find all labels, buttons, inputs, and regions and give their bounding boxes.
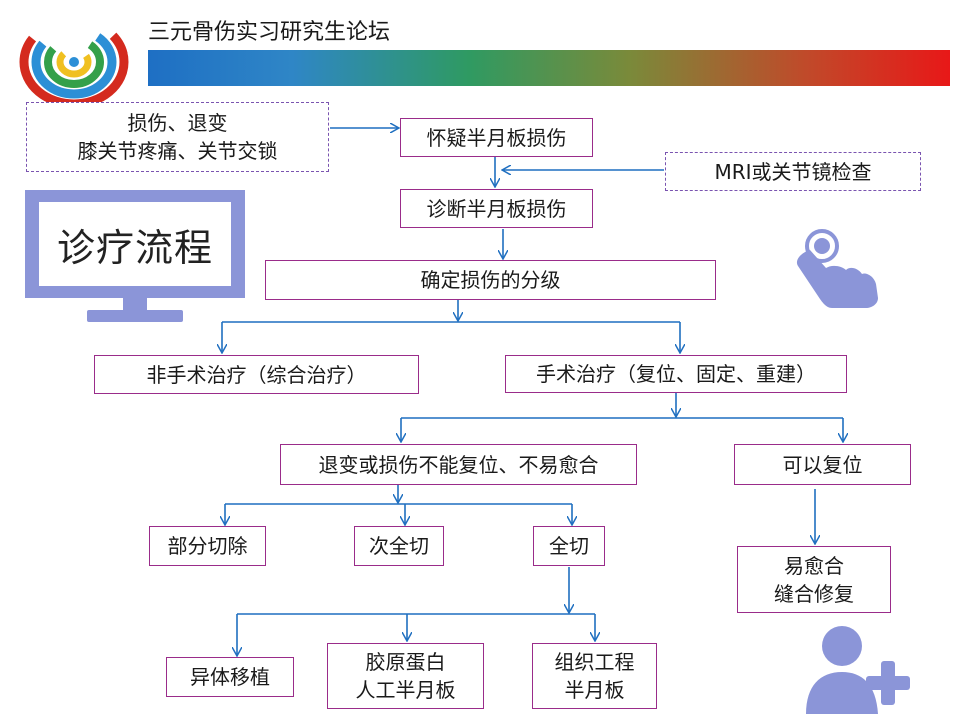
node-allograft: 异体移植	[166, 657, 294, 697]
node-subtotal: 次全切	[354, 526, 444, 566]
monitor-icon: 诊疗流程	[25, 190, 245, 330]
node-exam: MRI或关节镜检查	[665, 152, 921, 191]
node-suspect: 怀疑半月板损伤	[400, 118, 593, 157]
node-surgical: 手术治疗（复位、固定、重建）	[505, 355, 847, 393]
node-irreparable: 退变或损伤不能复位、不易愈合	[280, 444, 637, 485]
page-title: 三元骨伤实习研究生论坛	[148, 20, 391, 45]
badge-label: 诊疗流程	[39, 202, 231, 286]
node-cause: 损伤、退变膝关节疼痛、关节交锁	[26, 102, 329, 172]
user-plus-icon	[806, 626, 910, 714]
header-gradient-bar	[148, 50, 950, 86]
monitor-screen: 诊疗流程	[25, 190, 245, 298]
node-total: 全切	[533, 526, 605, 566]
node-grade: 确定损伤的分级	[265, 260, 716, 300]
monitor-base	[87, 310, 183, 322]
node-tissue: 组织工程半月板	[532, 643, 657, 709]
touch-hand-icon	[796, 229, 878, 308]
node-nonsurgical: 非手术治疗（综合治疗）	[94, 355, 419, 394]
node-collagen: 胶原蛋白人工半月板	[327, 643, 484, 709]
node-reparable: 可以复位	[734, 444, 911, 485]
node-partial: 部分切除	[149, 526, 266, 566]
node-diagnose: 诊断半月板损伤	[400, 189, 593, 228]
node-heal: 易愈合缝合修复	[737, 546, 891, 613]
monitor-neck	[123, 298, 147, 310]
